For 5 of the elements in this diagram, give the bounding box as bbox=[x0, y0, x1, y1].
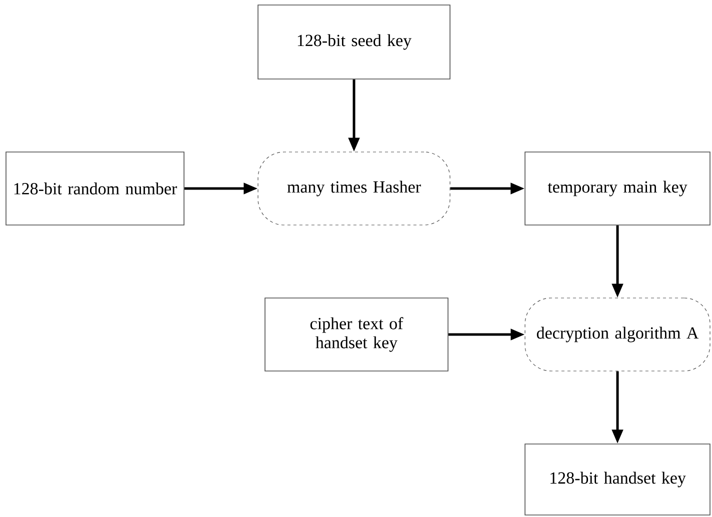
process-box: cipher text of handset key bbox=[264, 298, 448, 372]
process-box: 128-bit handset key bbox=[524, 444, 710, 516]
process-box: temporary main key bbox=[524, 152, 710, 226]
process-box: 128-bit seed key bbox=[258, 4, 450, 80]
process-box: 128-bit random number bbox=[6, 152, 184, 226]
